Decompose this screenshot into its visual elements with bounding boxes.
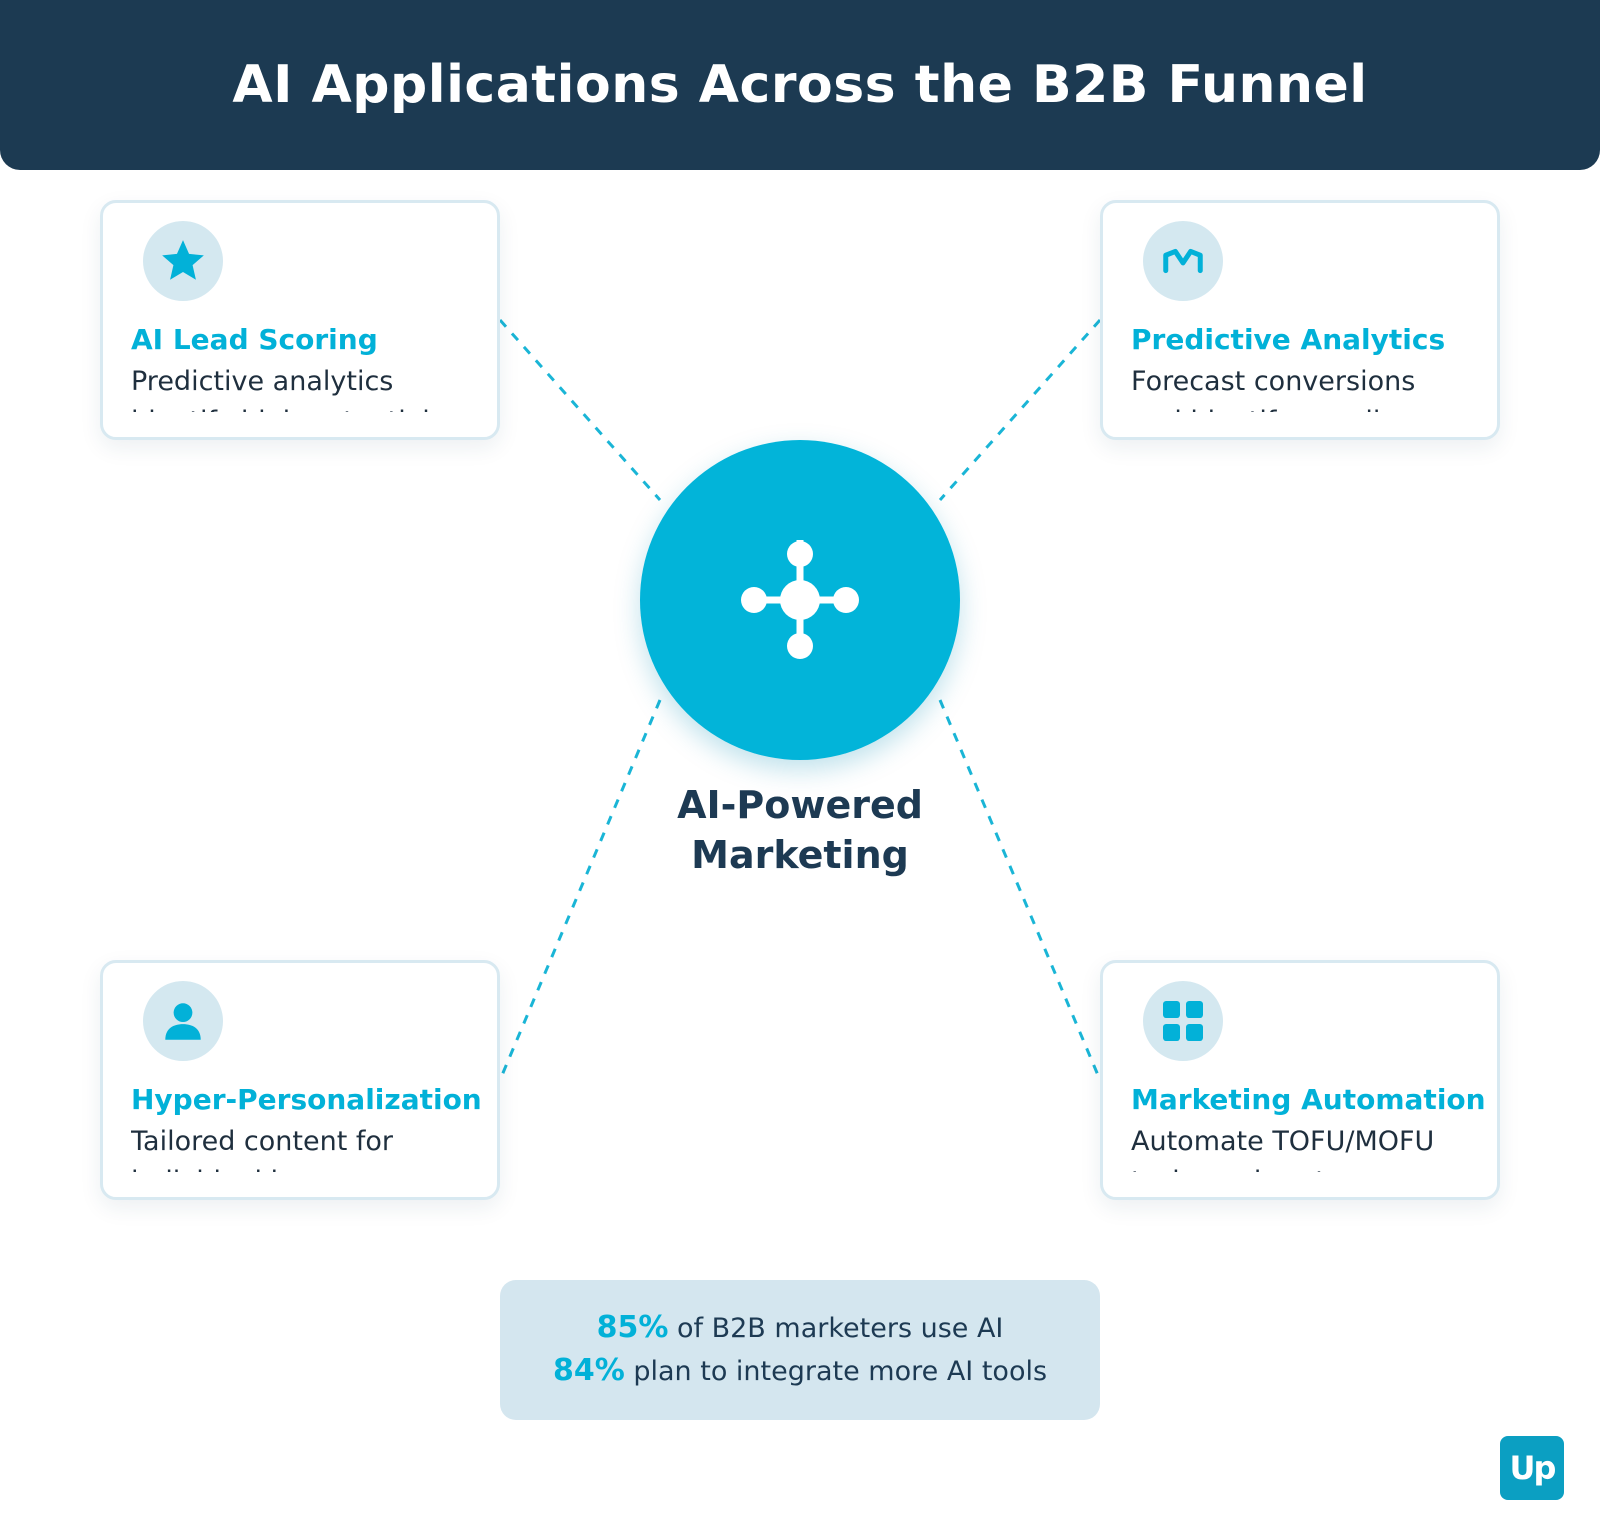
- card-description: Predictive analytics identify high-poten…: [131, 366, 430, 412]
- network-hub-icon: [741, 540, 859, 659]
- card-hyper-personalization: Hyper-Personalization Tailored content f…: [100, 960, 500, 1200]
- card-description: Tailored content for individual buyer jo…: [131, 1126, 394, 1172]
- star-icon: [143, 221, 223, 301]
- card-marketing-automation: Marketing Automation Automate TOFU/MOFU …: [1100, 960, 1500, 1200]
- connector-line-bottom-right: [938, 699, 1102, 1081]
- stat-line: 84% plan to integrate more AI tools: [553, 1350, 1047, 1393]
- card-title: Marketing Automation: [1131, 1083, 1486, 1116]
- stat-percentage: 85%: [596, 1310, 669, 1345]
- connector-line-top-right: [938, 319, 1102, 501]
- stat-percentage: 84%: [552, 1353, 625, 1388]
- logo-text: Up: [1509, 1449, 1557, 1487]
- card-title: AI Lead Scoring: [131, 323, 378, 356]
- hub-label: AI-Powered Marketing: [677, 783, 923, 877]
- connector-line-bottom-left: [498, 699, 662, 1081]
- connector-line-top-left: [498, 319, 662, 501]
- page-title: AI Applications Across the B2B Funnel: [232, 55, 1368, 115]
- card-title: Hyper-Personalization: [131, 1083, 482, 1116]
- user-icon: [143, 981, 223, 1061]
- card-predictive-analytics: Predictive Analytics Forecast conversion…: [1100, 200, 1500, 440]
- card-title: Predictive Analytics: [1131, 323, 1446, 356]
- card-description: Forecast conversions and identify upsell: [1131, 366, 1416, 412]
- brand-logo: Up: [1500, 1436, 1564, 1500]
- hub-circle: [640, 440, 960, 760]
- trend-icon: [1143, 221, 1223, 301]
- stats-box: 85% of B2B marketers use AI 84% plan to …: [500, 1280, 1100, 1420]
- card-description: Automate TOFU/MOFU tasks and nurture: [1131, 1126, 1435, 1172]
- stat-text: plan to integrate more AI tools: [633, 1356, 1048, 1387]
- card-ai-lead-scoring: AI Lead Scoring Predictive analytics ide…: [100, 200, 500, 440]
- header-banner: AI Applications Across the B2B Funnel: [0, 0, 1600, 170]
- grid-icon: [1143, 981, 1223, 1061]
- stat-text: of B2B marketers use AI: [677, 1313, 1004, 1344]
- stat-line: 85% of B2B marketers use AI: [597, 1307, 1004, 1350]
